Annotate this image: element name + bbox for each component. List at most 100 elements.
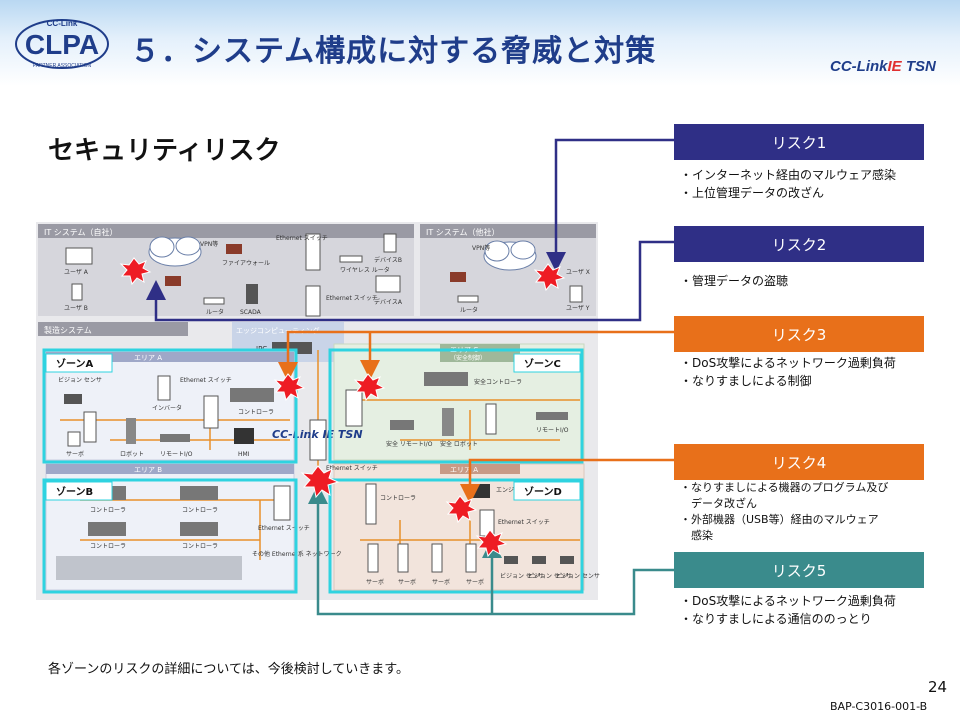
risk5-arrow xyxy=(308,484,674,616)
servo-c-icon xyxy=(485,403,497,435)
page-title: ５．システム構成に対する脅威と対策 xyxy=(130,34,657,69)
threat-icon-6 xyxy=(445,495,478,524)
firewall-icon-3 xyxy=(450,272,466,282)
risk2-header: リスク2 xyxy=(674,226,924,262)
edge-label: エッジコンピューティング xyxy=(236,326,320,335)
controller-a-icon xyxy=(230,388,274,402)
risk4-header: リスク4 xyxy=(674,444,924,480)
device-a-label: デバイスA xyxy=(374,298,403,306)
header-banner: CLPA CC-Link PARTNER ASSOCIATION ５．システム構… xyxy=(0,0,960,86)
inverter-icon xyxy=(157,375,171,401)
servo-d4-label: サーボ xyxy=(466,578,484,586)
zone-c-frame xyxy=(328,348,584,464)
risk4-line-4: 感染 xyxy=(680,529,713,542)
user-a-laptop-icon xyxy=(65,247,93,265)
threat-icon-3 xyxy=(273,373,306,402)
central-switch-label: Ethernet スイッチ xyxy=(326,465,378,472)
tablet-icon xyxy=(383,233,397,253)
threat-icon-4 xyxy=(353,373,386,402)
threat-icon-2 xyxy=(533,263,566,292)
controller-b3-label: コントローラ xyxy=(90,543,126,550)
vision-sensors-d xyxy=(504,556,574,564)
document-id: BAP-C3016-001-B xyxy=(830,700,928,713)
switch-label-1: Ethernet スイッチ xyxy=(276,235,328,242)
risk3-details: ・DoS攻撃によるネットワーク過剰負荷 ・なりすましによる制御 xyxy=(680,354,896,390)
risk5-details: ・DoS攻撃によるネットワーク過剰負荷 ・なりすましによる通信ののっとり xyxy=(680,592,896,628)
controller-b4-icon xyxy=(180,522,218,536)
it-self-panel xyxy=(38,224,414,316)
ethernet-switch-icon-2 xyxy=(305,285,321,317)
switch-b-label: Ethernet スイッチ xyxy=(258,525,310,532)
firewall-icon-1 xyxy=(226,244,242,254)
vision-sensor-d3-label: ビジョン センサ xyxy=(556,572,600,580)
risk5-header: リスク5 xyxy=(674,552,924,588)
switch-c-icon xyxy=(345,389,363,427)
zone-c-label: ゾーンC xyxy=(524,357,561,370)
switch-d-label: Ethernet スイッチ xyxy=(498,519,550,526)
router-label-other: ルータ xyxy=(460,306,478,314)
brand-prefix: CC-Link xyxy=(830,58,888,75)
risk4-line-1: ・なりすましによる機器のプログラム及び xyxy=(680,481,889,494)
robot-a-label: ロボット xyxy=(120,450,144,458)
wireless-router-icon xyxy=(339,255,363,263)
controller-d-icon xyxy=(365,483,377,525)
safety-controller-icon xyxy=(424,372,468,386)
router-icon xyxy=(203,297,225,305)
router-label: ルータ xyxy=(206,308,224,316)
risk4-details: ・なりすましによる機器のプログラム及び データ改ざん ・外部機器（USB等）経由… xyxy=(680,480,888,544)
servo-a-label: サーボ xyxy=(66,450,84,458)
area-a-label: エリア A xyxy=(134,354,162,362)
brand-suffix: TSN xyxy=(901,58,936,75)
risk2-details: ・管理データの盗聴 xyxy=(680,272,788,290)
clpa-logo: CLPA CC-Link PARTNER ASSOCIATION xyxy=(15,19,109,69)
vision-sensor-a-icon xyxy=(64,394,82,404)
risk2-arrow xyxy=(146,240,674,322)
robot-a-icon xyxy=(126,418,136,444)
scada-label: SCADA xyxy=(240,309,262,316)
cloud-icon-other xyxy=(483,240,537,271)
brand-ie: IE xyxy=(887,58,902,75)
zone-b-frame xyxy=(42,478,298,594)
scada-icon xyxy=(246,284,258,304)
servo-row-d xyxy=(367,543,477,573)
cclink-diagram-label: CC-Link IE TSN xyxy=(272,428,363,441)
area-c-sub: （安全制御） xyxy=(450,354,486,362)
safety-remote-io-icon xyxy=(390,420,414,430)
inverter-label: インバータ xyxy=(152,404,182,412)
servo-d1-label: サーボ xyxy=(366,578,384,586)
logo-sub: CC-Link xyxy=(47,19,78,28)
zone-d-label: ゾーンD xyxy=(524,485,562,498)
manufacturing-label: 製造システム xyxy=(44,325,92,335)
servo-d3-label: サーボ xyxy=(432,578,450,586)
controller-b2-icon xyxy=(180,486,218,500)
servo-d2-label: サーボ xyxy=(398,578,416,586)
zone-frames xyxy=(42,348,584,594)
logo-text: CLPA xyxy=(25,29,99,60)
area-d-label: エリア A xyxy=(450,466,478,474)
risk1-line-1: ・インターネット経由のマルウェア感染 xyxy=(680,168,897,182)
page-number: 24 xyxy=(928,678,948,696)
remote-io-c-label: リモートI/O xyxy=(536,427,569,434)
wireless-router-label: ワイヤレス ルータ xyxy=(340,266,390,274)
risk4-line-2: データ改ざん xyxy=(680,497,757,510)
servo-amp-icon xyxy=(83,411,97,443)
switch-a-label: Ethernet スイッチ xyxy=(180,377,232,384)
zone-b-label: ゾーンB xyxy=(56,485,93,498)
router-icon-other xyxy=(457,295,479,303)
controller-b4-label: コントローラ xyxy=(182,543,218,550)
user-b-label: ユーザ B xyxy=(64,305,88,312)
device-b-label: デバイスB xyxy=(374,256,402,264)
firewall-label: ファイアウォール xyxy=(222,259,270,267)
risk5-line-1: ・DoS攻撃によるネットワーク過剰負荷 xyxy=(680,594,896,608)
controller-b3-icon xyxy=(88,522,126,536)
user-b-phone-icon xyxy=(71,283,83,301)
user-x-label: ユーザ X xyxy=(566,269,590,276)
switch-label-2: Ethernet スイッチ xyxy=(326,295,378,302)
central-switch-icon xyxy=(309,419,327,461)
vision-sensor-d1-label: ビジョン センサ xyxy=(500,572,544,580)
vpn-label-self: VPN等 xyxy=(200,240,218,248)
risk1-details: ・インターネット経由のマルウェア感染 ・上位管理データの改ざん xyxy=(680,166,896,202)
servo-a-icon xyxy=(67,431,81,447)
threat-icon-1 xyxy=(119,257,152,286)
